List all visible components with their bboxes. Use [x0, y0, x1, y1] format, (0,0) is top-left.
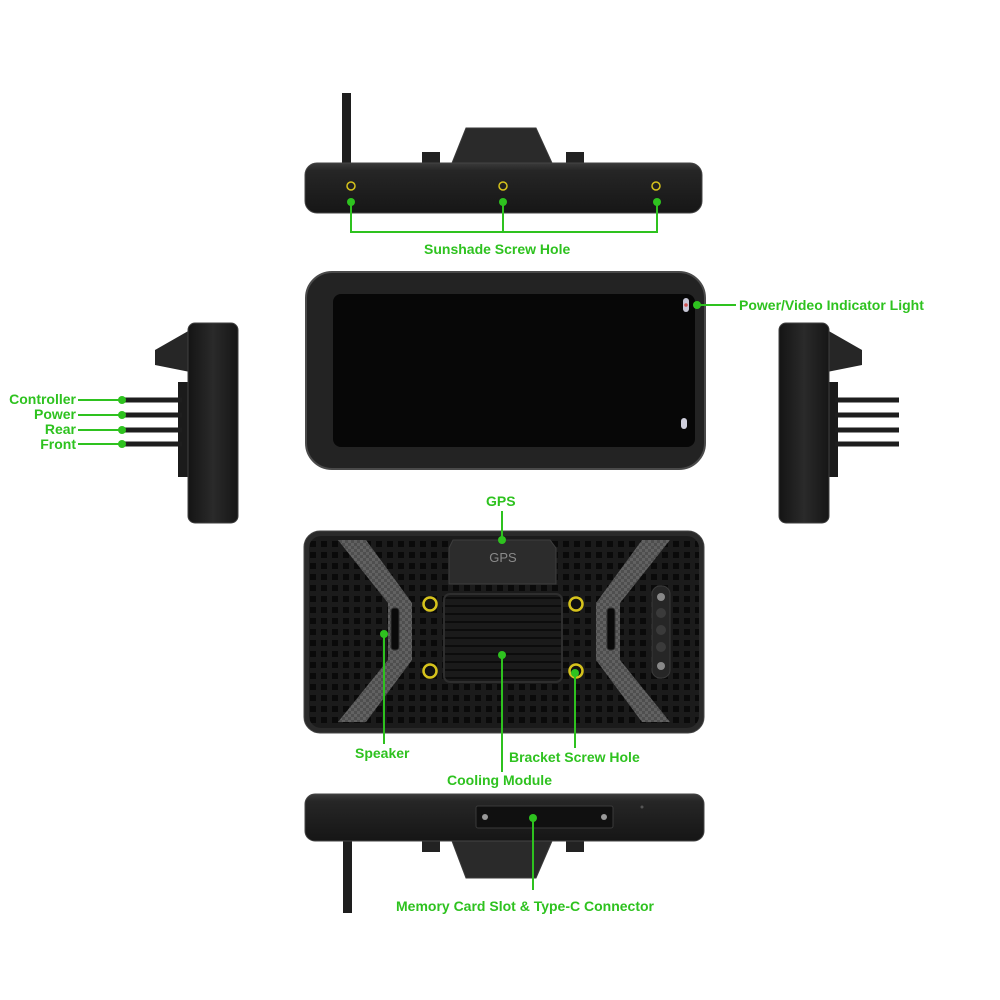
callout-dot-bracket: [571, 669, 579, 677]
label-power: Power: [33, 406, 76, 422]
callout-dot-sunshade-2: [499, 198, 507, 206]
callout-dot-memory: [529, 814, 537, 822]
carbon-arm-left: [338, 540, 412, 722]
device-front-view: [305, 271, 706, 470]
gps-module: [448, 539, 557, 585]
button-4: [656, 642, 666, 652]
left-bracket: [178, 382, 190, 477]
antenna-cable: [342, 93, 351, 173]
left-body: [187, 322, 239, 524]
label-sunshade-screw-hole: Sunshade Screw Hole: [424, 241, 571, 257]
knob-right: [566, 152, 584, 165]
gps-module-marking: GPS: [489, 550, 517, 565]
bracket-screw-hole-tr: [568, 596, 584, 612]
speaker-grille-left: [390, 607, 400, 651]
label-front: Front: [40, 436, 76, 452]
bottom-cable: [343, 838, 352, 913]
sunshade-screw-hole-2: [498, 181, 508, 191]
label-power-video-indicator: Power/Video Indicator Light: [739, 297, 924, 313]
callout-dot-rear: [118, 426, 126, 434]
device-bottom-view: [304, 793, 705, 913]
gps-bump-top: [451, 127, 553, 164]
bracket-screw-hole-bl: [422, 663, 438, 679]
bracket-screw-hole-tl: [422, 596, 438, 612]
device-left-side-view: [122, 322, 239, 524]
device-top-view: [304, 93, 703, 214]
device-right-side-view: [778, 322, 899, 524]
left-gps-bump: [155, 330, 190, 372]
callout-dot-cooling: [498, 651, 506, 659]
bottom-knob-left: [422, 839, 440, 852]
knob-left: [422, 152, 440, 165]
callout-dot-front: [118, 440, 126, 448]
callout-dot-controller: [118, 396, 126, 404]
callout-dot-sunshade-1: [347, 198, 355, 206]
callout-dot-power: [118, 411, 126, 419]
label-speaker: Speaker: [355, 745, 410, 761]
button-5: [657, 662, 665, 670]
callout-dot-sunshade-3: [653, 198, 661, 206]
right-gps-bump: [827, 330, 862, 372]
carbon-arm-right: [596, 540, 670, 722]
sunshade-screw-hole-1: [346, 181, 356, 191]
label-gps: GPS: [486, 493, 516, 509]
port-plate-screw-right: [601, 814, 607, 820]
right-body: [778, 322, 830, 524]
callout-dot-gps: [498, 536, 506, 544]
callout-dot-indicator: [693, 301, 701, 309]
button-1: [657, 593, 665, 601]
bottom-bracket-bump: [451, 840, 553, 879]
callout-dots: [118, 198, 701, 822]
label-controller: Controller: [9, 391, 76, 407]
label-memory-card-type-c: Memory Card Slot & Type-C Connector: [396, 898, 654, 914]
microphone-hole: [640, 805, 644, 809]
label-rear: Rear: [44, 421, 76, 437]
button-3: [656, 625, 666, 635]
device-back-view: GPS: [303, 530, 705, 734]
button-2: [656, 608, 666, 618]
port-plate-screw-left: [482, 814, 488, 820]
bottom-knob-right: [566, 839, 584, 852]
callout-lines: [78, 202, 736, 890]
speaker-grille-right: [606, 607, 616, 651]
light-sensor: [681, 418, 687, 429]
label-cooling-module: Cooling Module: [447, 772, 552, 788]
sunshade-screw-hole-3: [651, 181, 661, 191]
front-screen: [333, 294, 695, 447]
label-bracket-screw-hole: Bracket Screw Hole: [509, 749, 640, 765]
indicator-dot: [684, 303, 688, 307]
callout-dot-speaker: [380, 630, 388, 638]
callout-line-sunshade: [350, 202, 658, 233]
port-plate: [475, 805, 614, 829]
